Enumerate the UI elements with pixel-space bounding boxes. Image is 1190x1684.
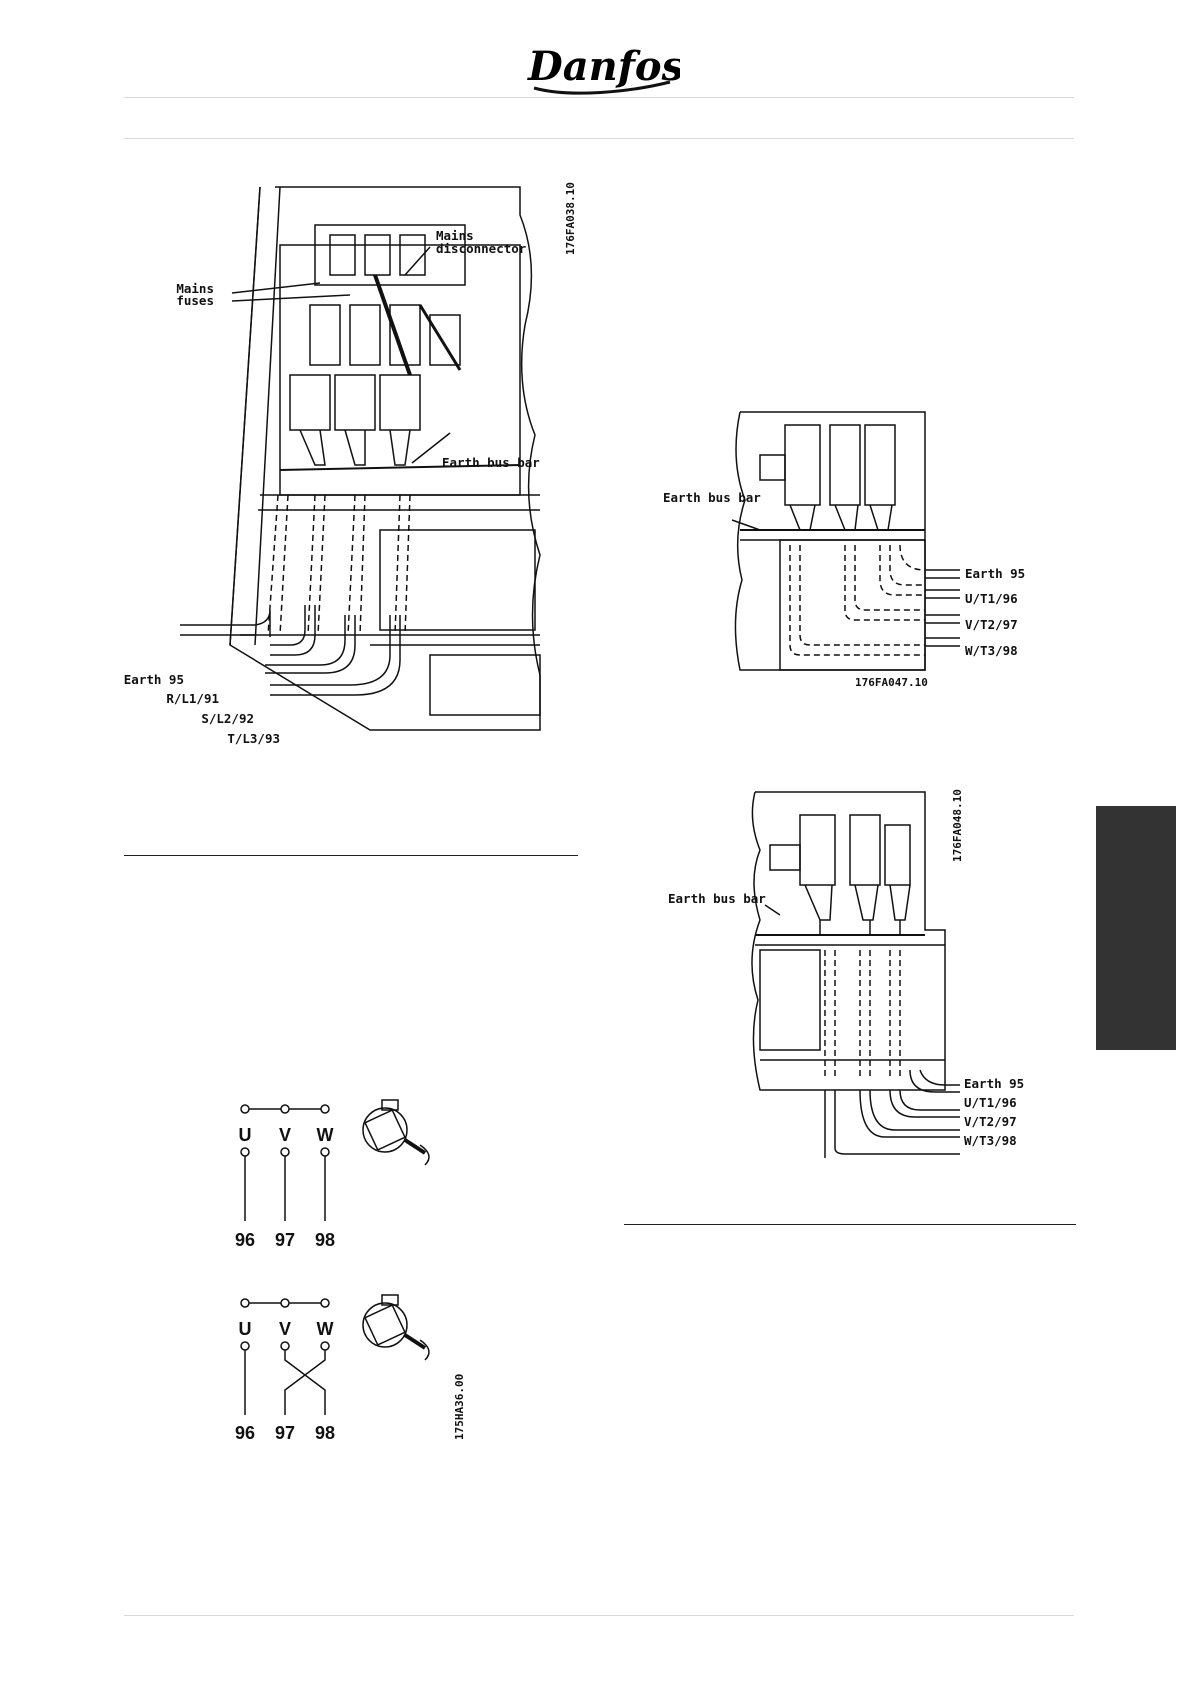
terminal-v-t2-97: V/T2/97 xyxy=(964,1114,1017,1129)
phase-u-top: U xyxy=(239,1125,252,1145)
terminal-r-l1-91: R/L1/91 xyxy=(166,691,219,706)
figure-code: 176FA038.10 xyxy=(564,182,577,255)
mains-fuses-label-2: fuses xyxy=(176,293,214,308)
terminal-97-bottom: 97 xyxy=(275,1423,295,1443)
terminal-t-l3-93: T/L3/93 xyxy=(227,731,280,746)
phase-w-bottom: W xyxy=(317,1319,334,1339)
motor-icon-top xyxy=(363,1100,429,1165)
terminal-earth-95: Earth 95 xyxy=(964,1076,1024,1091)
motor-rotation-diagram: U V W 96 97 98 U V W 96 97 98 175HA36.00 xyxy=(220,1095,480,1445)
terminal-w-t3-98: W/T3/98 xyxy=(964,1133,1017,1148)
brand-name: Danfoss xyxy=(527,43,680,90)
terminal-96-top: 96 xyxy=(235,1230,255,1250)
header-rule-top xyxy=(124,97,1074,98)
mains-disconnector-label-2: disconnector xyxy=(436,241,527,256)
danfoss-logo: Danfoss xyxy=(520,40,680,100)
header-rule-bottom xyxy=(124,138,1074,139)
phase-w-top: W xyxy=(317,1125,334,1145)
figure-code: 176FA048.10 xyxy=(951,789,964,862)
motor-connection-figure-a: Earth bus bar Earth 95 U/T1/96 V/T2/97 W… xyxy=(660,400,1060,700)
terminal-s-l2-92: S/L2/92 xyxy=(201,711,254,726)
terminal-98-bottom: 98 xyxy=(315,1423,335,1443)
phase-u-bottom: U xyxy=(239,1319,252,1339)
terminal-earth-95: Earth 95 xyxy=(124,672,184,687)
figure-code: 175HA36.00 xyxy=(453,1374,466,1440)
terminal-u-t1-96: U/T1/96 xyxy=(964,1095,1017,1110)
earth-bus-bar-label: Earth bus bar xyxy=(663,490,761,505)
motor-icon-bottom xyxy=(363,1295,429,1360)
earth-bus-bar-label: Earth bus bar xyxy=(668,891,766,906)
footer-rule xyxy=(124,1615,1074,1616)
mains-connection-figure: Mains disconnector Mains fuses Earth bus… xyxy=(120,175,600,755)
terminal-u-t1-96: U/T1/96 xyxy=(965,591,1018,606)
terminal-v-t2-97: V/T2/97 xyxy=(965,617,1018,632)
earth-bus-bar-label: Earth bus bar xyxy=(442,455,540,470)
terminal-97-top: 97 xyxy=(275,1230,295,1250)
phase-v-bottom: V xyxy=(279,1319,291,1339)
terminal-w-t3-98: W/T3/98 xyxy=(965,643,1018,658)
motor-connection-figure-b: Earth bus bar Earth 95 U/T1/96 V/T2/97 W… xyxy=(660,780,1070,1160)
section-tab xyxy=(1096,806,1176,1050)
terminal-96-bottom: 96 xyxy=(235,1423,255,1443)
terminal-earth-95: Earth 95 xyxy=(965,566,1025,581)
terminal-98-top: 98 xyxy=(315,1230,335,1250)
figure-code: 176FA047.10 xyxy=(855,676,928,689)
phase-v-top: V xyxy=(279,1125,291,1145)
left-section-rule xyxy=(124,855,578,856)
right-section-rule xyxy=(624,1224,1076,1225)
